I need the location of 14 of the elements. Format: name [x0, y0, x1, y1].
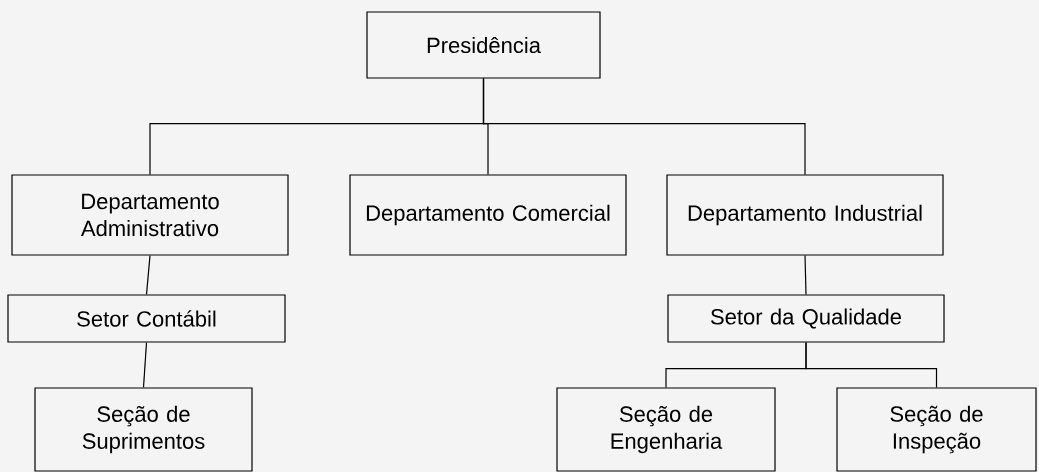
org-box: Presidência — [366, 11, 601, 79]
org-box: Setor da Qualidade — [667, 294, 945, 343]
connector-line — [804, 255, 807, 295]
org-box: Seção de Suprimentos — [34, 387, 253, 472]
connector-line — [145, 255, 151, 295]
connector-line — [482, 78, 806, 175]
connector-line — [142, 342, 148, 388]
org-box: Seção de Engenharia — [556, 387, 776, 472]
connector-line — [805, 342, 938, 388]
org-box: Setor Contábil — [7, 294, 286, 343]
org-box: Seção de Inspeção — [836, 387, 1037, 472]
org-box: Departamento Comercial — [349, 174, 627, 256]
org-box: Departamento Administrativo — [11, 174, 289, 256]
org-box: Departamento Industrial — [666, 174, 944, 256]
